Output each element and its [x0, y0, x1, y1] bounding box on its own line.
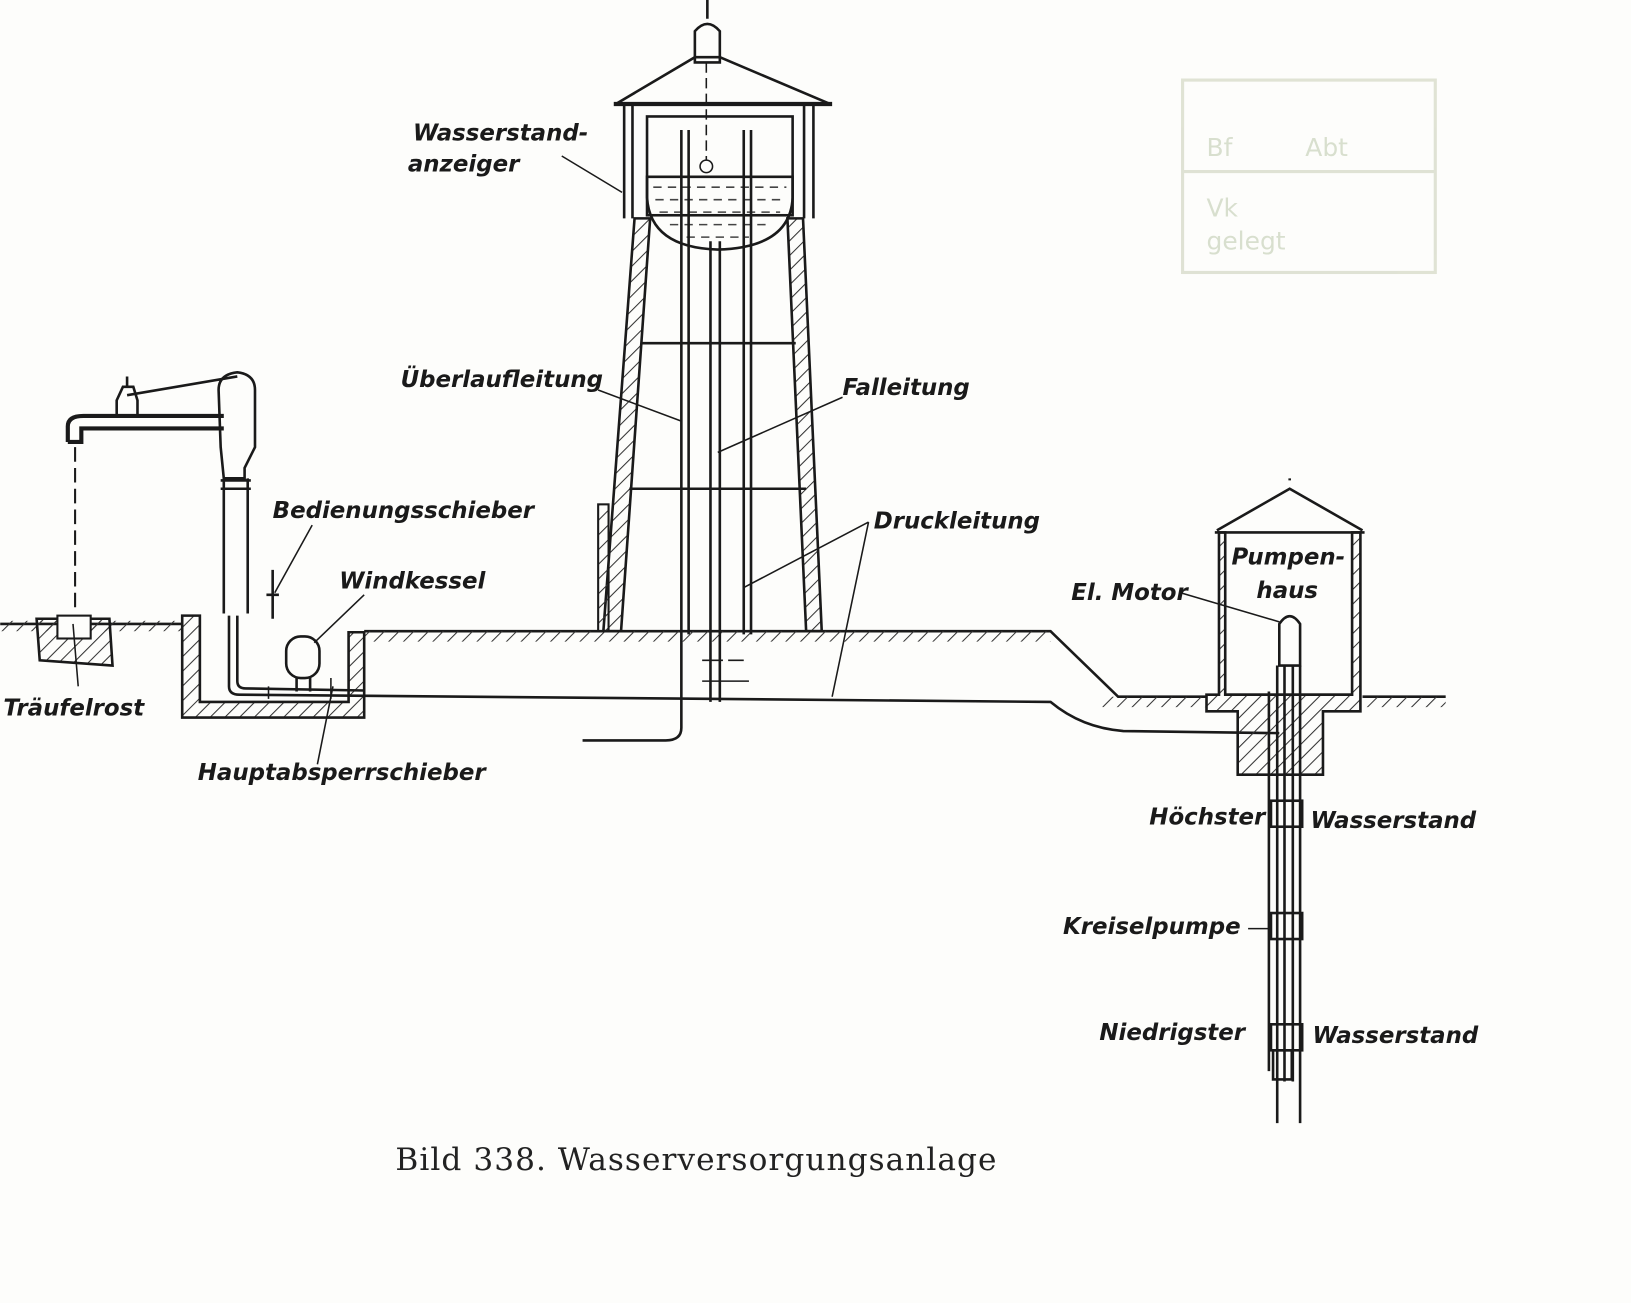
label-centrifugal-pump: Kreiselpumpe [1063, 914, 1241, 940]
leader-lines [72, 155, 1280, 930]
label-highest-water-level: Wasserstand [1310, 808, 1476, 834]
water-tower [582, 0, 833, 742]
label-pump-house-2: haus [1256, 578, 1318, 604]
label-lowest-water-level: Wasserstand [1313, 1023, 1479, 1049]
drip-grate-pit [35, 447, 114, 667]
label-water-level-indicator: Wasserstand- [413, 120, 588, 146]
label-drip-grate: Träufelrost [3, 695, 145, 721]
label-air-vessel: Windkessel [339, 569, 486, 595]
label-main-shutoff-valve: Hauptabsperrschieber [198, 760, 488, 786]
label-pump-house-1: Pumpen- [1231, 545, 1345, 571]
stamp-text: Bf [1207, 133, 1234, 162]
stamp-text: Abt [1305, 133, 1348, 162]
label-overflow-pipe: Überlaufleitung [401, 365, 603, 393]
label-highest: Höchster [1149, 805, 1267, 831]
label-lowest: Niedrigster [1099, 1020, 1246, 1046]
stamp-text: Vk [1207, 193, 1239, 222]
label-pressure-pipe: Druckleitung [874, 508, 1040, 534]
water-crane [65, 370, 257, 614]
label-water-level-indicator-2: anzeiger [408, 152, 521, 178]
label-down-pipe: Falleitung [843, 375, 970, 401]
figure-caption: Bild 338. Wasserversorgungsanlage [395, 1142, 997, 1178]
stamp-text: gelegt [1207, 227, 1286, 256]
valve-chamber [180, 569, 1280, 735]
pump-house [1205, 478, 1365, 1124]
label-electric-motor: El. Motor [1071, 580, 1189, 606]
faded-stamp: Bf Abt Vk gelegt [1181, 78, 1437, 275]
label-operating-valve: Bedienungsschieber [273, 498, 536, 524]
